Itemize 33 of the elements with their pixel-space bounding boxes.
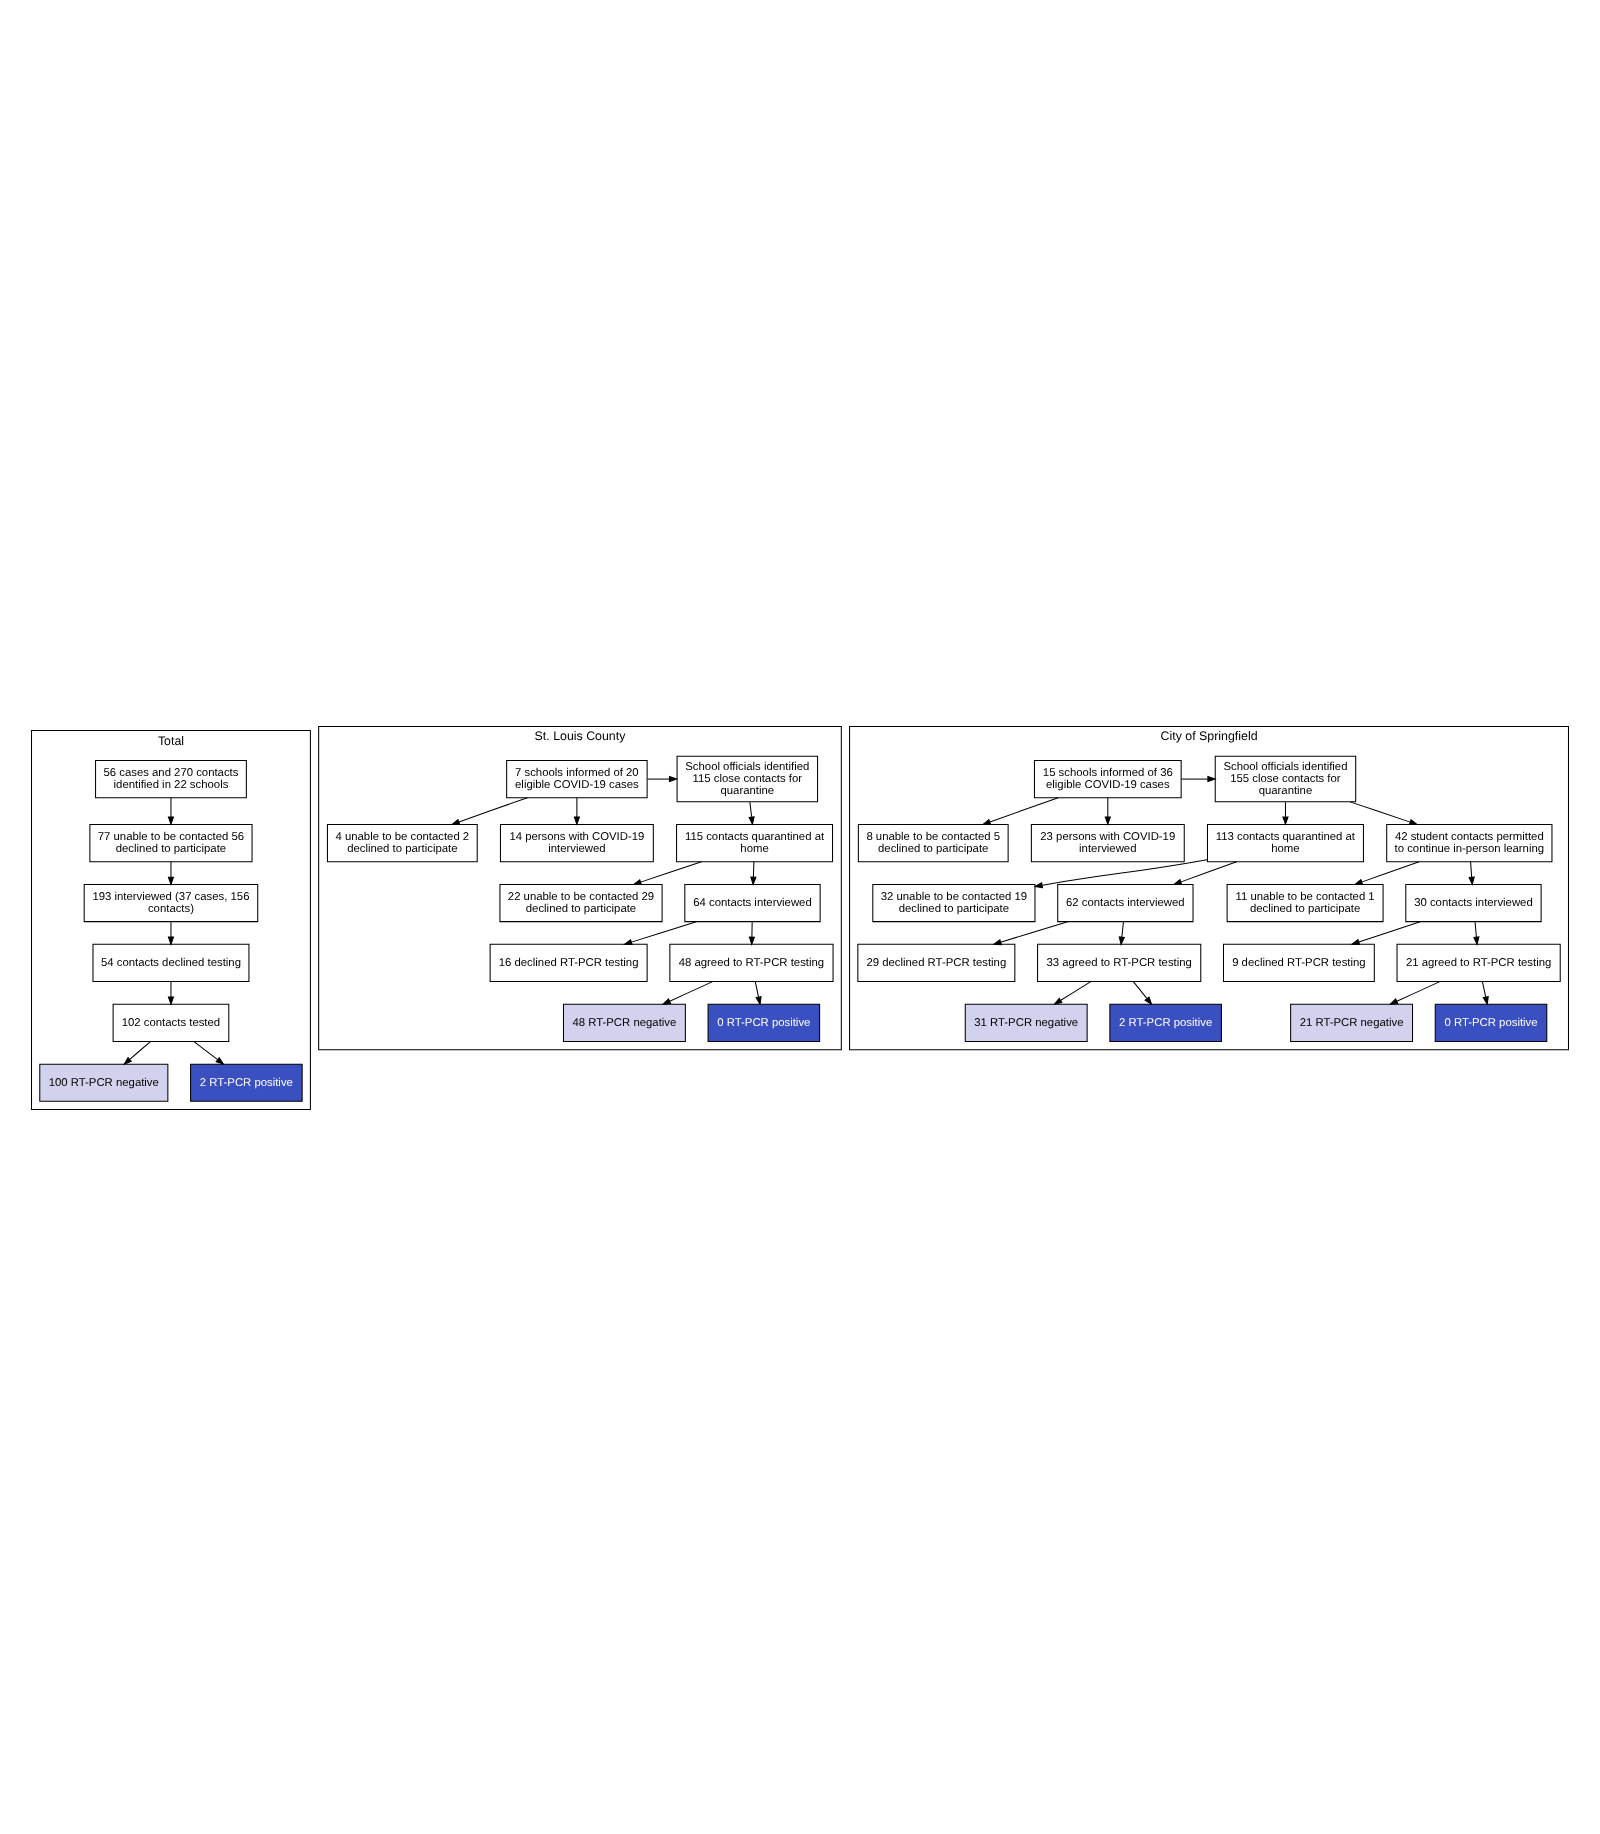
arrow (1104, 796, 1112, 825)
arrow (1118, 920, 1126, 945)
arrow (1282, 800, 1289, 825)
arrow (632, 860, 703, 885)
arrow (1468, 860, 1475, 885)
arrow (748, 800, 755, 825)
arrow (573, 796, 581, 825)
arrow (1473, 920, 1480, 945)
arrow (167, 920, 175, 945)
arrow (123, 1040, 151, 1065)
arrow (193, 1040, 225, 1065)
arrow (167, 796, 175, 825)
arrow (167, 980, 175, 1005)
arrow (1180, 774, 1217, 782)
arrow (622, 920, 697, 945)
arrow (661, 980, 714, 1004)
arrow (1172, 860, 1238, 884)
arrow (1481, 980, 1489, 1005)
arrow (1350, 920, 1421, 944)
arrow (750, 860, 757, 885)
arrow (992, 920, 1069, 945)
arrow (1132, 980, 1153, 1005)
arrow (1353, 860, 1420, 884)
arrow (1053, 980, 1092, 1005)
arrow (754, 980, 762, 1005)
arrow (748, 920, 756, 945)
arrow (1033, 858, 1208, 888)
arrow (450, 796, 528, 824)
arrow (1349, 800, 1419, 825)
arrow (167, 860, 175, 885)
arrow (981, 796, 1059, 824)
arrow (1388, 980, 1441, 1004)
arrow (646, 774, 679, 782)
